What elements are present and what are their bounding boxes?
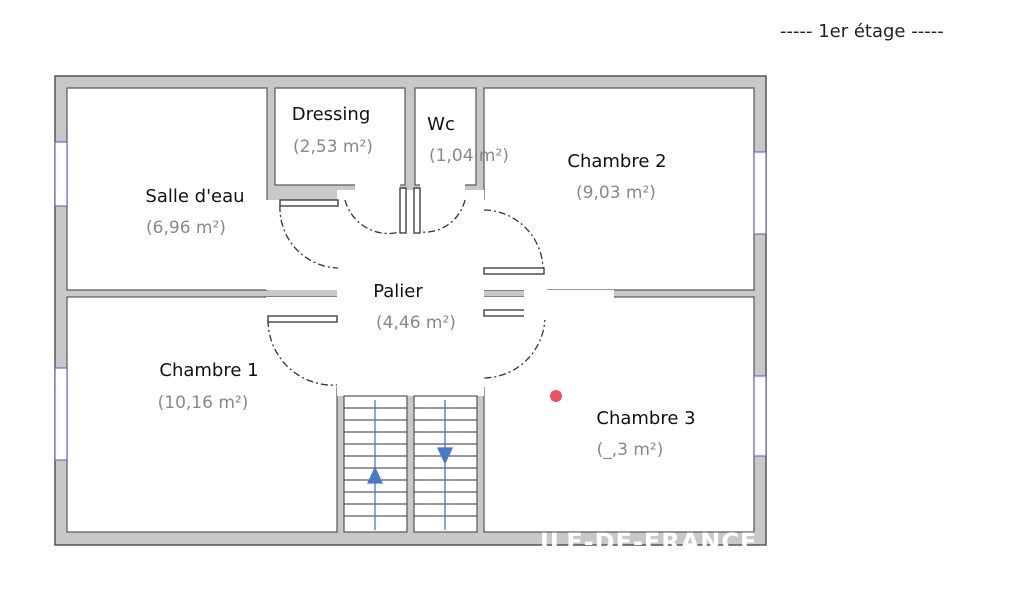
room-name-palier: Palier: [373, 281, 423, 302]
arrow-up-icon: [366, 466, 384, 484]
location-marker: [550, 390, 562, 402]
room-area-chambre-1: (10,16 m²): [157, 393, 249, 413]
door-swings: [267, 199, 546, 386]
room-area-palier: (4,46 m²): [376, 313, 456, 333]
watermark: ÎLE-DE-FRANCE: [540, 528, 758, 556]
room-area-wc: (1,04 m²): [429, 146, 509, 166]
arrow-down-icon: [436, 447, 454, 465]
room-name-chambre-3: Chambre 3: [596, 408, 696, 429]
room-dressing: [274, 87, 406, 186]
room-name-chambre-1: Chambre 1: [159, 360, 259, 381]
room-salle-deau: [66, 87, 268, 291]
windows: [54, 141, 767, 461]
room-area-chambre-3: (_,3 m²): [596, 440, 664, 460]
room-name-chambre-2: Chambre 2: [567, 151, 667, 172]
room-name-salle-deau: Salle d'eau: [145, 186, 245, 207]
room-area-chambre-2: (9,03 m²): [576, 183, 656, 203]
watermark-patch: [524, 290, 614, 320]
room-name-wc: Wc: [427, 114, 455, 135]
room-palier: [337, 190, 484, 396]
room-name-dressing: Dressing: [291, 104, 371, 125]
room-area-dressing: (2,53 m²): [293, 137, 373, 157]
room-wc: [414, 87, 477, 186]
floor-label: ----- 1er étage -----: [780, 21, 944, 42]
room-area-salle-deau: (6,96 m²): [146, 218, 226, 238]
